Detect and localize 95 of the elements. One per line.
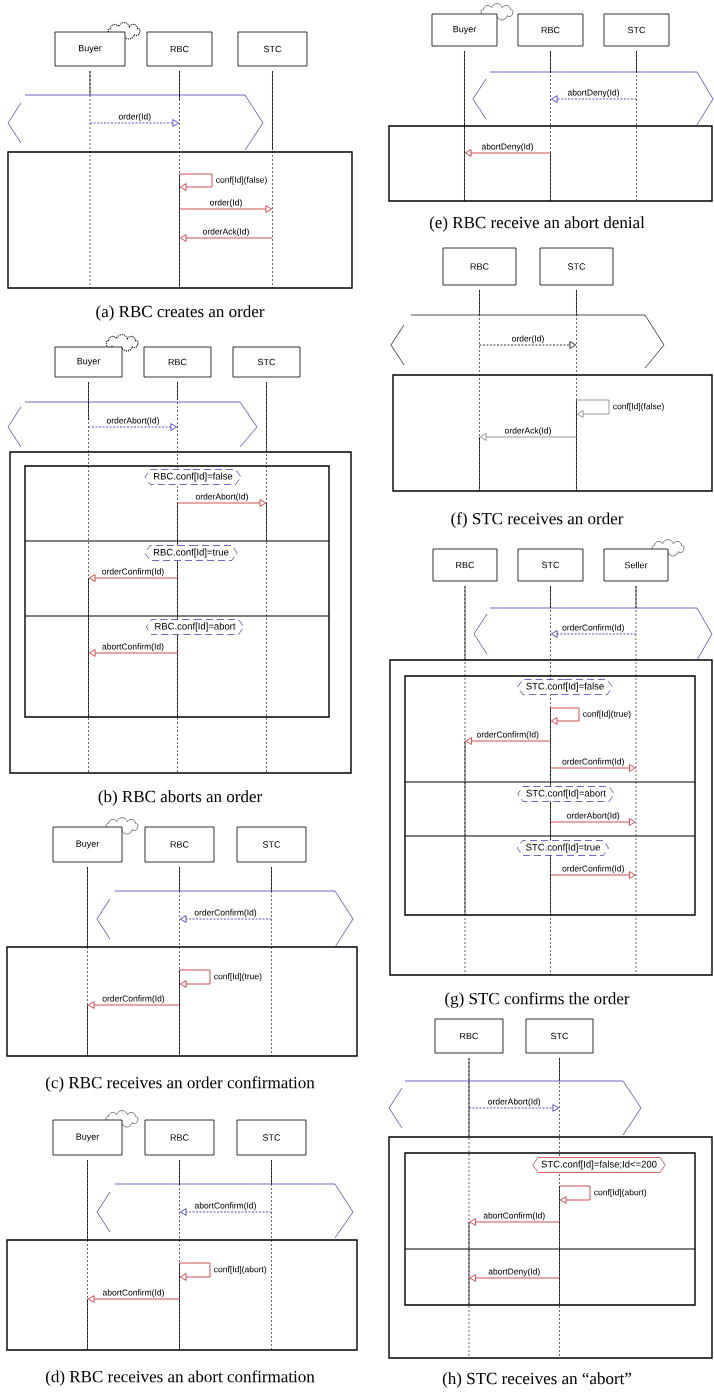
message-label: abortConfirm(Id) xyxy=(193,1201,258,1211)
condition-hexagon: STC.conf[Id]=true xyxy=(517,840,609,856)
message-arrow xyxy=(550,871,636,879)
message-arrow xyxy=(464,149,551,157)
message-label: orderConfirm(Id) xyxy=(193,908,258,918)
lifeline-header: Buyer xyxy=(52,826,123,863)
message-label: conf[Id](false) xyxy=(215,175,268,186)
message-label: orderAbort(Id) xyxy=(487,1097,542,1107)
message-label: orderAbort(Id) xyxy=(105,416,161,426)
lifeline-header: STC xyxy=(539,247,614,286)
condition-hexagon: STC.conf[Id]=abort xyxy=(517,786,615,802)
message-arrow xyxy=(179,205,273,213)
message-arrow xyxy=(179,234,273,242)
message-arrow xyxy=(177,499,267,507)
message-label: conf[Id](true) xyxy=(213,972,263,982)
message-label: conf[Id](true) xyxy=(582,709,632,720)
message-arrow xyxy=(550,707,580,725)
caption: (a) RBC creates an order xyxy=(96,305,265,321)
message-label: abortConfirm(Id) xyxy=(101,642,165,652)
condition-hexagon: RBC.conf[Id]=abort xyxy=(145,619,245,635)
lifeline-header: Seller xyxy=(603,548,669,582)
message-label: orderConfirm(Id) xyxy=(561,623,625,633)
caption: (f) STC receives an order xyxy=(451,512,624,528)
condition-hexagon: RBC.conf[Id]=false xyxy=(144,469,242,485)
lifeline-header: STC xyxy=(603,13,670,47)
message-arrow xyxy=(179,173,213,191)
lifeline-header: RBC xyxy=(432,548,498,582)
message-arrow xyxy=(179,1262,211,1281)
caption: (d) RBC receives an abort confirmation xyxy=(46,1370,315,1386)
condition-hexagon: STC.conf[Id]=false xyxy=(517,679,613,695)
message-arrow xyxy=(88,423,178,431)
message-label: orderAbort(Id) xyxy=(194,492,250,502)
message-label: order(Id) xyxy=(209,198,243,208)
message-arrow xyxy=(550,764,636,772)
caption: (e) RBC receive an abort denial xyxy=(429,216,645,232)
message-label: orderConfirm(Id) xyxy=(101,567,165,577)
message-arrow xyxy=(576,399,610,418)
message-label: order(Id) xyxy=(117,112,152,122)
message-arrow xyxy=(479,341,577,349)
lifeline-header: STC xyxy=(232,346,301,378)
message-label: orderAbort(Id) xyxy=(566,811,621,821)
message-label: conf[Id](abort) xyxy=(593,1188,648,1198)
message-arrow xyxy=(550,818,636,826)
message-label: abortConfirm(Id) xyxy=(482,1211,546,1221)
lifeline-header: RBC xyxy=(517,13,584,47)
message-label: abortDeny(Id) xyxy=(480,142,535,152)
message-label: conf[Id](false) xyxy=(612,402,665,412)
lifeline-header: RBC xyxy=(144,826,215,863)
message-arrow xyxy=(550,630,637,638)
caption: (h) STC receives an “abort” xyxy=(442,1372,632,1388)
lifeline-header: Buyer xyxy=(431,13,498,47)
message-label: orderConfirm(Id) xyxy=(475,730,540,740)
message-arrow xyxy=(87,1001,180,1009)
message-arrow xyxy=(87,1295,180,1303)
message-label: abortConfirm(Id) xyxy=(101,1288,166,1298)
message-label: abortDeny(Id) xyxy=(566,88,621,98)
message-label: orderConfirm(Id) xyxy=(561,864,625,874)
message-label: orderConfirm(Id) xyxy=(561,757,625,767)
message-label: abortDeny(Id) xyxy=(487,1267,541,1277)
message-arrow xyxy=(88,574,178,582)
caption: (g) STC confirms the order xyxy=(445,992,630,1008)
message-label: orderAck(Id) xyxy=(202,227,250,237)
message-arrow xyxy=(89,119,180,127)
message-arrow xyxy=(559,1185,591,1204)
message-label: conf[Id](abort) xyxy=(213,1265,268,1275)
lifeline-header: Buyer xyxy=(52,1119,123,1156)
message-label: orderAck(Id) xyxy=(504,426,552,436)
lifeline-header: STC xyxy=(237,31,308,67)
lifeline-header: STC xyxy=(236,826,307,863)
message-arrow xyxy=(179,969,211,988)
message-arrow xyxy=(550,95,637,103)
lifeline-header: STC xyxy=(236,1119,307,1156)
lifeline-header: Buyer xyxy=(54,346,123,378)
condition-hexagon: STC.conf[Id]=false;Id<=200 xyxy=(532,1157,666,1173)
lifeline-header: Buyer xyxy=(54,31,126,67)
message-arrow xyxy=(179,915,272,923)
caption: (b) RBC aborts an order xyxy=(98,790,262,806)
message-arrow xyxy=(469,1274,560,1282)
message-arrow xyxy=(479,433,577,441)
message-arrow xyxy=(465,737,551,745)
message-arrow xyxy=(88,649,178,657)
lifeline-header: RBC xyxy=(442,247,517,286)
message-label: order(Id) xyxy=(511,334,545,344)
lifeline-header: STC xyxy=(517,548,584,582)
lifeline-header: RBC xyxy=(434,1018,504,1054)
caption: (c) RBC receives an order confirmation xyxy=(46,1076,315,1092)
message-arrow xyxy=(468,1104,560,1112)
lifeline-header: STC xyxy=(525,1018,594,1054)
lifeline-header: RBC xyxy=(143,346,212,378)
lifeline-header: RBC xyxy=(146,31,213,67)
condition-hexagon: RBC.conf[Id]=true xyxy=(144,545,238,561)
lifeline-header: RBC xyxy=(144,1119,215,1156)
message-arrow xyxy=(469,1218,560,1226)
message-arrow xyxy=(179,1208,272,1216)
message-label: orderConfirm(Id) xyxy=(101,994,166,1004)
